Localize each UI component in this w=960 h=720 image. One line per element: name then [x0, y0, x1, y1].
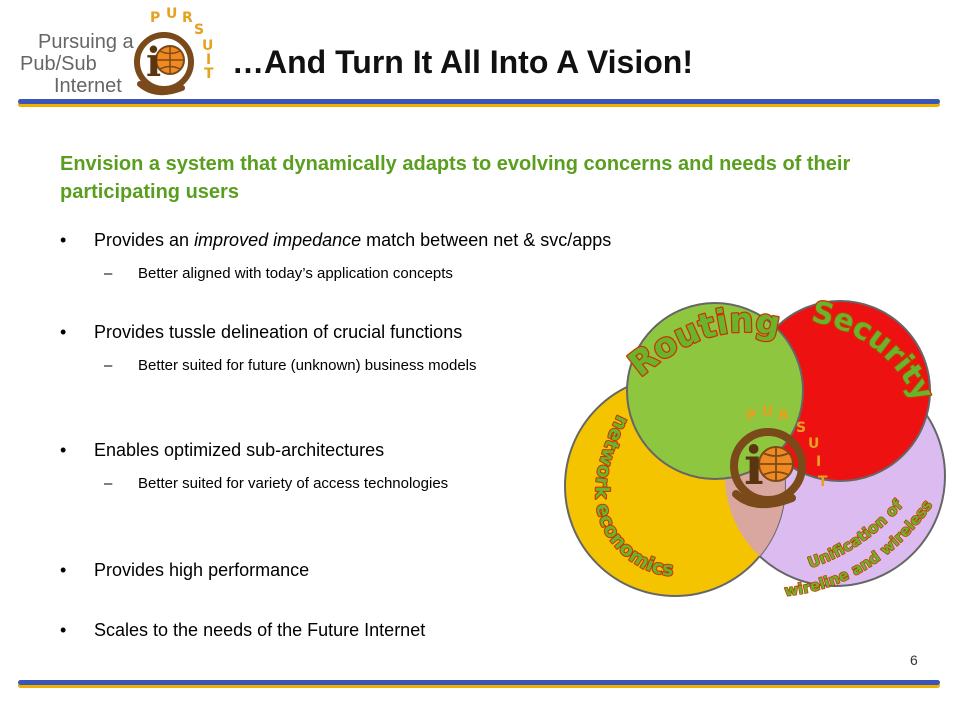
bullet-glyph: • [60, 322, 67, 342]
sub-bullet-text: Better aligned with today’s application … [138, 265, 453, 282]
emblem-arc-letter: T [818, 474, 828, 490]
bullet-glyph: • [60, 560, 67, 580]
pursuit-emblem-icon: P U R S U I T i [730, 404, 828, 508]
bullet-text: Scales to the needs of the Future Intern… [94, 620, 426, 640]
logo-line-2: Pub/Sub [20, 53, 97, 75]
bullet-glyph: • [60, 440, 67, 460]
bullet-text: Enables optimized sub-architectures [94, 440, 385, 460]
logo-arc-letter: P [150, 10, 160, 26]
emblem-arc-letter: S [796, 420, 806, 436]
pursuit-emblem-icon: P U R S U I T i [134, 6, 214, 96]
emblem-arc-letter: R [778, 408, 789, 424]
dash-glyph: – [104, 475, 113, 492]
bottom-divider [18, 680, 940, 685]
emblem-arc-letter: U [808, 436, 819, 452]
sub-bullet-text: Better suited for future (unknown) busin… [138, 357, 477, 374]
bullet-glyph: • [60, 620, 67, 640]
pursuit-logo: Pursuing a Pub/Sub Internet P U R S U I … [10, 4, 220, 100]
bullet-text: Provides tussle delineation of crucial f… [94, 322, 463, 342]
top-divider [18, 99, 940, 104]
dash-glyph: – [104, 265, 113, 282]
slide-title: …And Turn It All Into A Vision! [232, 44, 693, 80]
bullet-text-part: Provides an [94, 230, 195, 250]
logo-arc-letter: U [202, 38, 213, 54]
logo-emblem-letter: i [146, 39, 161, 86]
slide-subtitle: Envision a system that dynamically adapt… [60, 153, 851, 203]
logo-arc-letter: I [206, 52, 211, 68]
logo-arc-letter: S [194, 22, 204, 38]
emblem-letter: i [744, 436, 764, 497]
emblem-arc-letter: P [746, 408, 756, 424]
dash-glyph: – [104, 357, 113, 374]
emblem-arc-letter: I [816, 454, 821, 470]
bullet-text: Provides an improved impedance match bet… [94, 228, 611, 252]
sub-bullet-text: Better suited for variety of access tech… [138, 475, 449, 492]
logo-line-1: Pursuing a [38, 31, 134, 53]
logo-arc-letter: R [182, 10, 193, 26]
bullet-text-part-italic: improved impedance [194, 230, 362, 250]
logo-arc-letter: T [204, 66, 214, 82]
page-number: 6 [910, 652, 918, 668]
bullet-text-part: match between net & svc/apps [361, 230, 612, 250]
logo-arc-letter: U [166, 6, 177, 22]
pursuit-venn-diagram: Routing Security network economics Unifi… [564, 296, 946, 601]
bullet-glyph: • [60, 230, 67, 250]
emblem-arc-letter: U [762, 404, 773, 420]
logo-line-3: Internet [54, 75, 122, 97]
bullet-text: Provides high performance [94, 560, 310, 580]
